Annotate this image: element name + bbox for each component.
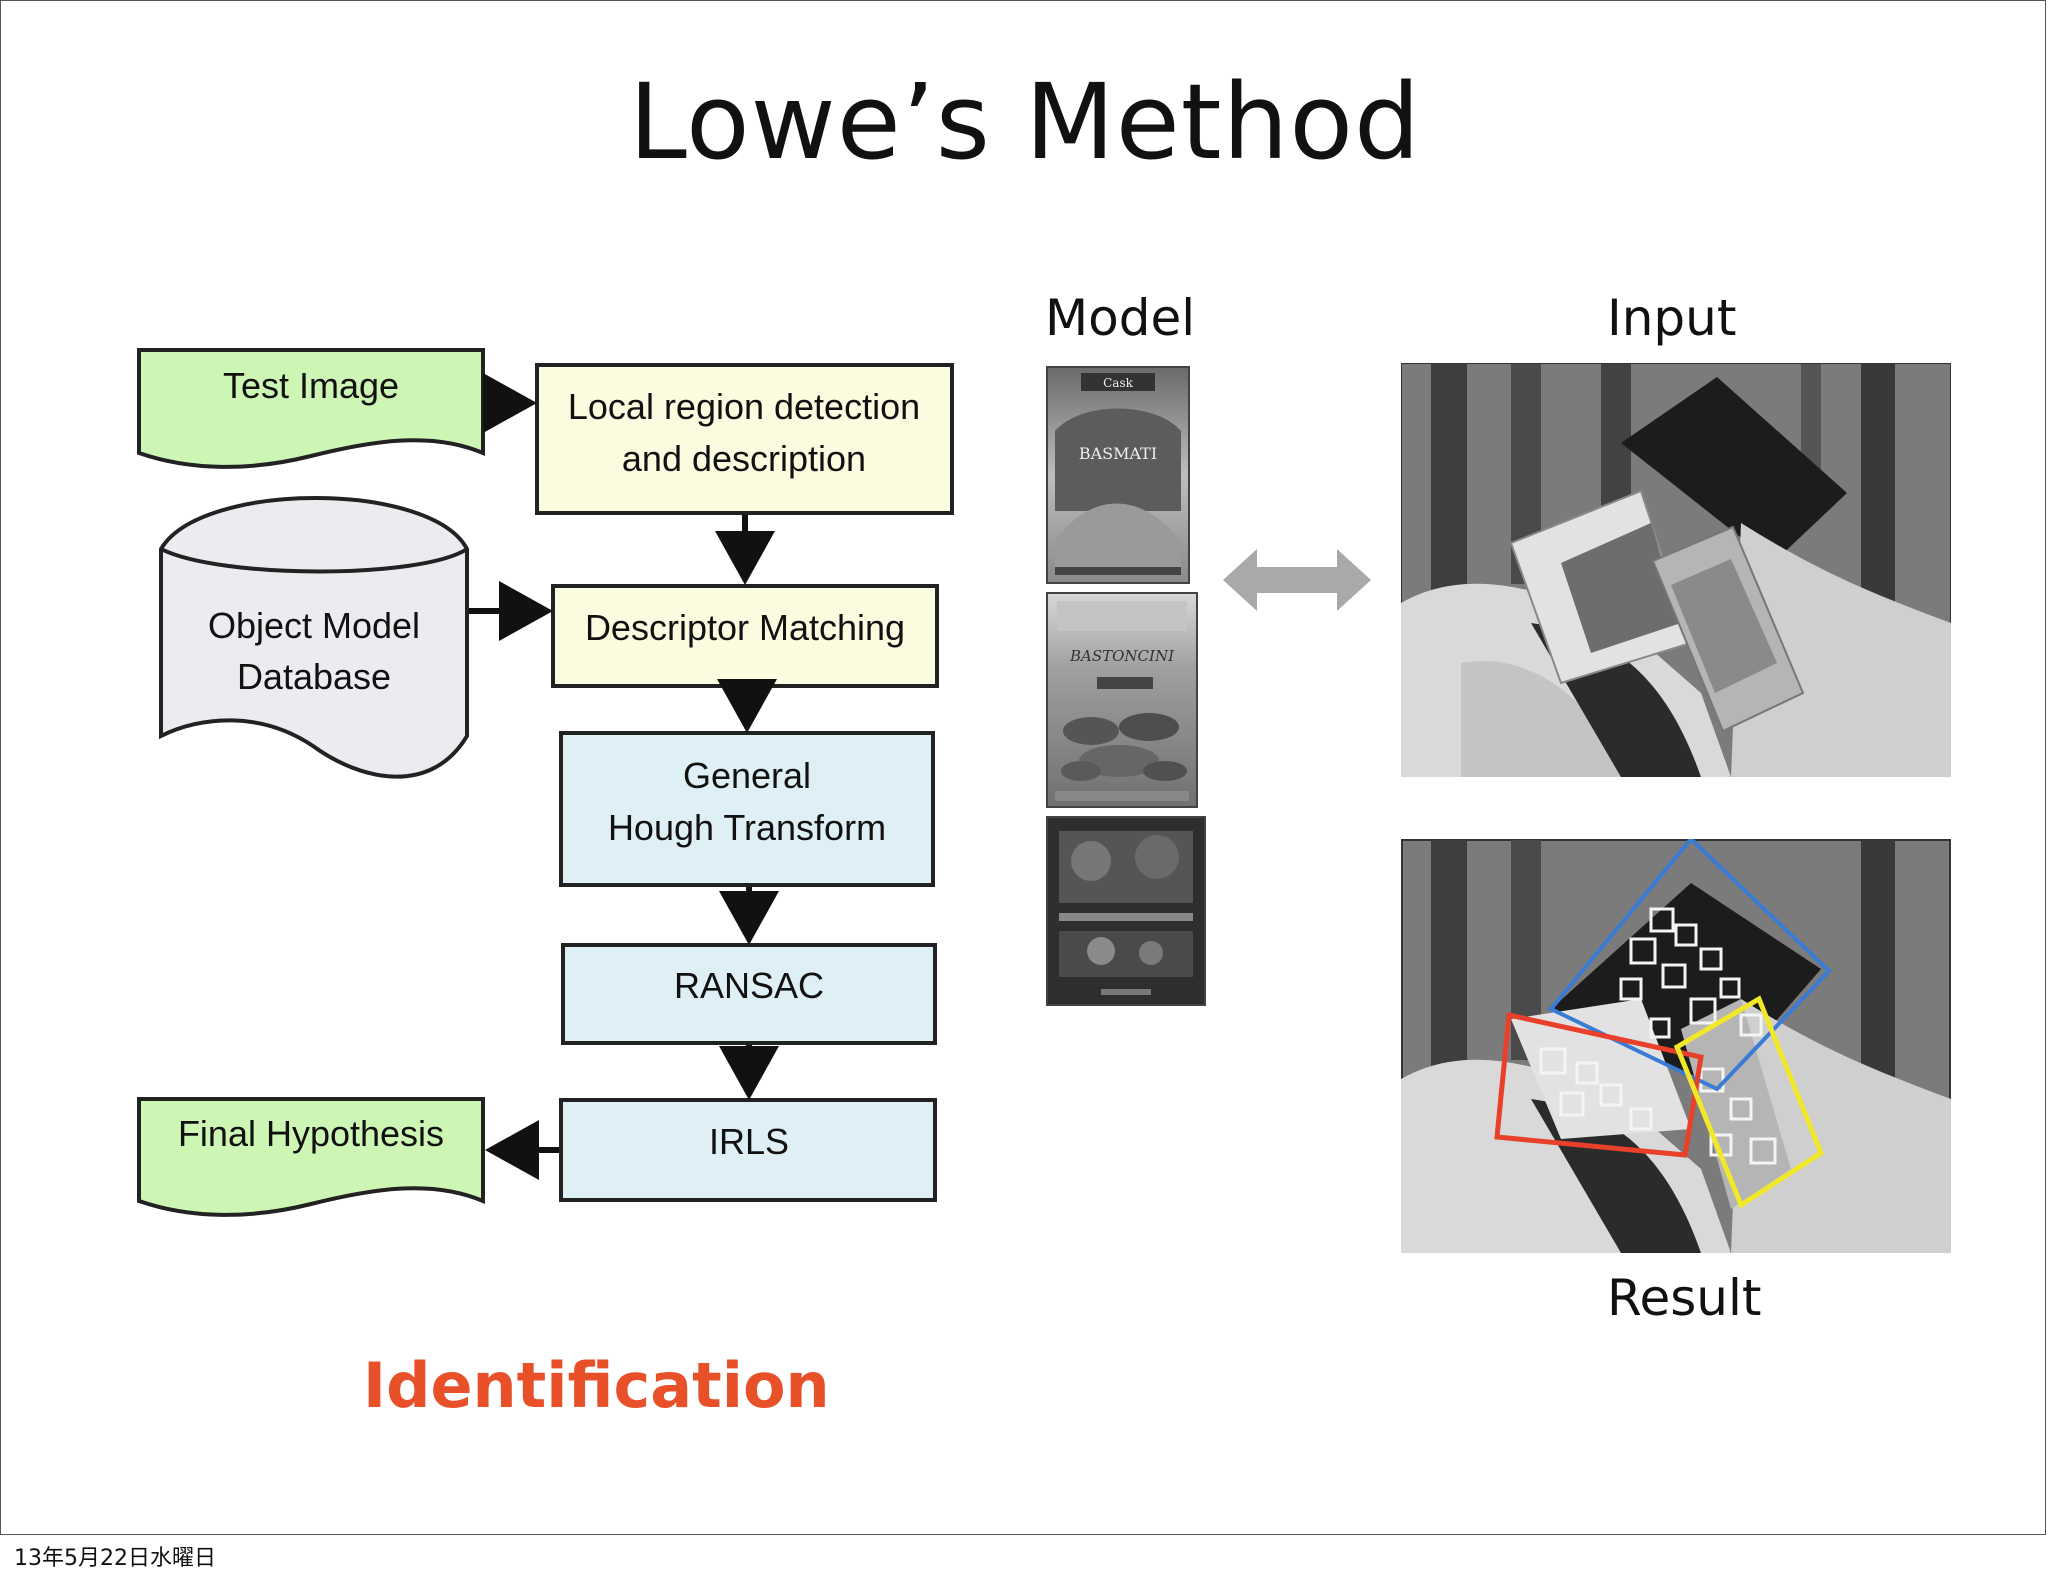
model-images: Cask BASMATI BASTONCINI [1046, 366, 1206, 1006]
irls-label: IRLS [709, 1121, 789, 1162]
hough-label-1: General [683, 755, 811, 796]
local-region-label-2: and description [622, 438, 866, 479]
flowchart: Test Image Local region detection and de… [137, 348, 954, 1217]
model-third-image [1046, 816, 1206, 1006]
result-blue-box [1547, 839, 1832, 1092]
double-arrow-icon [1223, 549, 1371, 611]
footer-date: 13年5月22日水曜日 [14, 1546, 216, 1571]
model-label: Model [1045, 289, 1196, 347]
object-db-rim [160, 547, 469, 574]
model-basmati-name: BASMATI [1079, 444, 1157, 463]
hough-label-2: Hough Transform [608, 807, 886, 848]
irls-box [559, 1098, 937, 1202]
test-image-label: Test Image [223, 365, 399, 406]
result-yellow-box [1673, 995, 1825, 1209]
slide-title: Lowe’s Method [628, 61, 1422, 183]
local-region-box [535, 363, 954, 515]
slide: Lowe’s Method Test Image Local region de… [0, 0, 2046, 1535]
input-label: Input [1607, 289, 1737, 347]
ransac-box [561, 943, 937, 1045]
model-basmati-brand: Cask [1103, 376, 1133, 390]
test-image-shape [137, 348, 485, 469]
final-hypothesis-label: Final Hypothesis [178, 1113, 444, 1154]
result-image [1401, 839, 1951, 1253]
final-hypothesis-shape [137, 1097, 485, 1217]
descriptor-matching-box [551, 584, 939, 688]
descriptor-matching-label: Descriptor Matching [585, 607, 905, 648]
ransac-label: RANSAC [674, 965, 824, 1006]
local-region-label-1: Local region detection [568, 386, 920, 427]
object-db-label-2: Database [237, 656, 391, 697]
model-bastoncini-image: BASTONCINI [1046, 592, 1198, 808]
identification-label: Identification [363, 1349, 830, 1422]
model-basmati-image: Cask BASMATI [1046, 366, 1190, 584]
result-red-box [1494, 1011, 1704, 1158]
input-image [1401, 363, 1951, 777]
result-label: Result [1607, 1269, 1762, 1327]
model-bastoncini-name: BASTONCINI [1069, 647, 1175, 665]
hough-box [559, 731, 935, 887]
object-db-label-1: Object Model [208, 605, 420, 646]
